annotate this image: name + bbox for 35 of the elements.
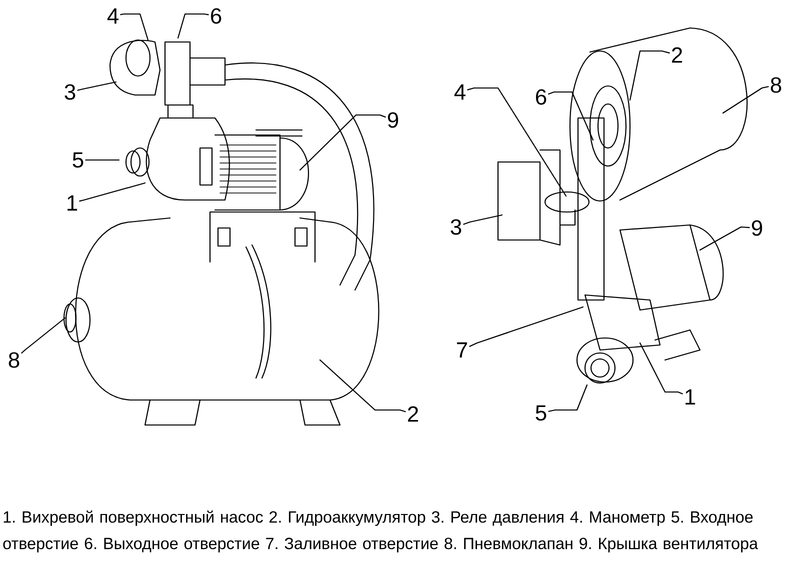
leader-line	[629, 50, 670, 101]
callout-number: 8	[8, 352, 20, 368]
callout-number: 4	[107, 8, 118, 24]
callout-number: 9	[752, 220, 762, 236]
callout-number: 7	[457, 342, 468, 358]
callout-number: 6	[211, 8, 222, 24]
callout-number: 6	[536, 89, 546, 105]
leader-line	[85, 159, 120, 161]
callout-number: 2	[408, 406, 418, 422]
leader-line	[639, 342, 683, 394]
callout-number: 3	[450, 219, 462, 235]
leader-line	[79, 182, 146, 202]
caption: 1. Вихревой поверхностный насос 2. Гидроаккумулятор 3. Реле давления 4. Манометр 5. Входное отверстие 6. Выходное отверстие 7. Заливное отверстие 8. Пневмоклапан 9. Крышка вентилятора	[3, 510, 758, 552]
leader-line	[548, 91, 594, 141]
leader-line	[469, 306, 584, 347]
callout-number: 4	[454, 84, 466, 100]
callout-number: 9	[388, 112, 398, 128]
leader-line	[548, 384, 588, 412]
leader-line	[21, 317, 66, 354]
callout-number: 5	[536, 405, 546, 421]
callout-number: 1	[68, 195, 78, 211]
callout-number: 2	[672, 47, 682, 63]
leader-line	[699, 226, 750, 251]
leader-line	[722, 86, 769, 114]
callout-number: 3	[64, 84, 76, 100]
leader-line	[177, 13, 209, 39]
callout-number: 1	[686, 389, 696, 405]
callout-number: 8	[770, 77, 782, 93]
leader-line	[120, 13, 149, 41]
callout-number: 5	[72, 152, 84, 168]
leader-line	[463, 214, 503, 225]
leader-line	[77, 81, 117, 91]
leader-line	[299, 114, 386, 171]
leader-line	[467, 87, 567, 197]
leader-line	[319, 359, 406, 412]
